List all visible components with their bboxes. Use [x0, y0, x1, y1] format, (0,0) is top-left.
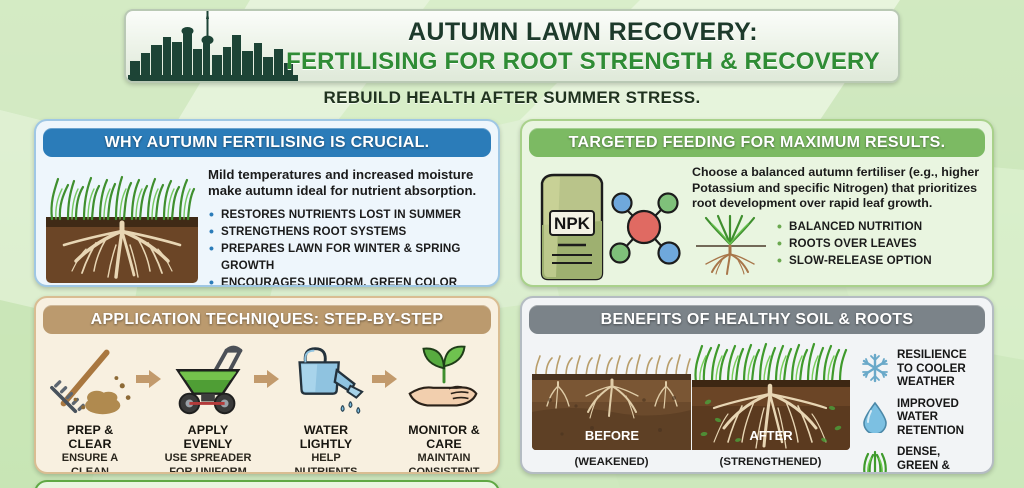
step-desc: USE SPREADER FOR UNIFORM COVERAGE — [164, 452, 252, 474]
step-title: PREP & CLEAR — [66, 423, 114, 451]
step-title: WATER LIGHTLY — [299, 423, 353, 451]
step-desc: ENSURE A CLEAN SURFACE — [61, 452, 119, 474]
list-item: RESTORES NUTRIENTS LOST IN SUMMER — [208, 205, 488, 223]
list-item: SLOW-RELEASE OPTION — [776, 251, 932, 269]
benefit-text: IMPROVED WATER RETENTION — [897, 396, 964, 437]
grass-roots-soil-cross-section-icon — [46, 165, 198, 283]
card-targeted-feeding: TARGETED FEEDING FOR MAXIMUM RESULTS. NP… — [520, 119, 994, 287]
title-banner: AUTUMN LAWN RECOVERY: FERTILISING FOR RO… — [124, 9, 900, 83]
list-item: STRENGTHENS ROOT SYSTEMS — [208, 222, 488, 240]
after-label: AFTER — [749, 428, 793, 443]
steps-row: PREP & CLEAR ENSURE A CLEAN SURFACE — [44, 340, 490, 474]
card-benefits-healthy-soil: BENEFITS OF HEALTHY SOIL & ROOTS — [520, 296, 994, 474]
card-feeding-heading: TARGETED FEEDING FOR MAXIMUM RESULTS. — [529, 128, 985, 157]
city-skyline-icon — [128, 11, 298, 81]
spreader-icon — [175, 345, 243, 415]
water-drop-icon — [863, 401, 887, 433]
list-item: BALANCED NUTRITION — [776, 217, 932, 235]
watering-can-icon — [298, 347, 364, 414]
before-after-comparison: BEFORE AFTER (WEAKENED) (STRENGTHENED) — [532, 342, 850, 472]
bag-label: NPK — [554, 214, 591, 233]
card-why-lead: Mild temperatures and increased moisture… — [208, 167, 477, 198]
fertiliser-bag-icon: NPK — [540, 173, 604, 281]
rake-soil-icon — [50, 349, 131, 415]
page-title-line1: AUTUMN LAWN RECOVERY: — [407, 18, 759, 46]
benefit-text: RESILIENCE TO COOLER WEATHER — [897, 348, 967, 388]
card-why-autumn-fertilising: WHY AUTUMN FERTILISING IS CRUCIAL. — [34, 119, 500, 287]
weak-lawn-roots-icon — [532, 342, 691, 450]
molecule-icon — [609, 192, 681, 265]
step-desc: MAINTAIN CONSISTENT ROUTINE — [408, 452, 480, 474]
list-item: ENCOURAGES UNIFORM, GREEN COLOR — [208, 273, 488, 285]
step-monitor-and-care: MONITOR & CARE MAINTAIN CONSISTENT ROUTI… — [400, 342, 488, 474]
strong-lawn-roots-icon — [692, 342, 850, 450]
card-application-techniques: APPLICATION TECHNIQUES: STEP-BY-STEP — [34, 296, 500, 474]
card-why-bullet-list: RESTORES NUTRIENTS LOST IN SUMMER STRENG… — [208, 205, 488, 285]
card-feeding-bullet-list: BALANCED NUTRITION ROOTS OVER LEAVES SLO… — [776, 217, 932, 269]
page-title-line2: FERTILISING FOR ROOT STRENGTH & RECOVERY — [286, 48, 880, 75]
arrow-right-icon — [134, 342, 164, 416]
step-water-lightly: WATER LIGHTLY HELP NUTRIENTS REACH ROOT … — [282, 342, 370, 474]
card-feeding-lead: Choose a balanced autumn fertiliser (e.g… — [692, 165, 980, 210]
page-subtitle: REBUILD HEALTH AFTER SUMMER STRESS. — [323, 88, 701, 107]
arrow-right-icon — [370, 342, 400, 416]
before-caption: (WEAKENED) — [574, 456, 649, 468]
step-title: APPLY EVENLY — [183, 423, 233, 451]
before-after-captions: (WEAKENED) (STRENGTHENED) — [532, 456, 850, 468]
card-next-section-peek — [34, 480, 500, 488]
step-desc: HELP NUTRIENTS REACH ROOT ZONE — [294, 452, 358, 474]
benefit-item-resilience: RESILIENCE TO COOLER WEATHER — [860, 348, 984, 389]
grass-tuft-icon — [863, 451, 887, 472]
benefit-item-dense-lawn: DENSE, GREEN & STRONG LAWN — [860, 445, 984, 472]
benefit-text: DENSE, GREEN & STRONG LAWN — [897, 445, 950, 472]
sprout-roots-icon — [696, 214, 766, 275]
before-label: BEFORE — [585, 428, 640, 443]
step-prep-and-clear: PREP & CLEAR ENSURE A CLEAN SURFACE — [46, 342, 134, 474]
fertiliser-bag-and-molecule-icon: NPK — [540, 173, 681, 281]
step-title: MONITOR & CARE — [408, 423, 480, 451]
before-after-soil-illustration: BEFORE AFTER — [532, 342, 850, 450]
benefits-list: RESILIENCE TO COOLER WEATHER IMPROVED WA… — [860, 342, 984, 472]
card-benefits-heading: BENEFITS OF HEALTHY SOIL & ROOTS — [529, 305, 985, 334]
snowflake-icon — [862, 354, 888, 383]
card-steps-heading: APPLICATION TECHNIQUES: STEP-BY-STEP — [43, 305, 491, 334]
hand-sprout-icon — [408, 345, 478, 407]
arrow-right-icon — [252, 342, 282, 416]
benefit-item-water-retention: IMPROVED WATER RETENTION — [860, 397, 984, 438]
list-item: PREPARES LAWN FOR WINTER & SPRING GROWTH — [208, 239, 488, 274]
step-apply-evenly: APPLY EVENLY USE SPREADER FOR UNIFORM CO… — [164, 342, 252, 474]
card-why-heading: WHY AUTUMN FERTILISING IS CRUCIAL. — [43, 128, 491, 157]
list-item: ROOTS OVER LEAVES — [776, 234, 932, 252]
after-caption: (STRENGTHENED) — [719, 456, 822, 468]
